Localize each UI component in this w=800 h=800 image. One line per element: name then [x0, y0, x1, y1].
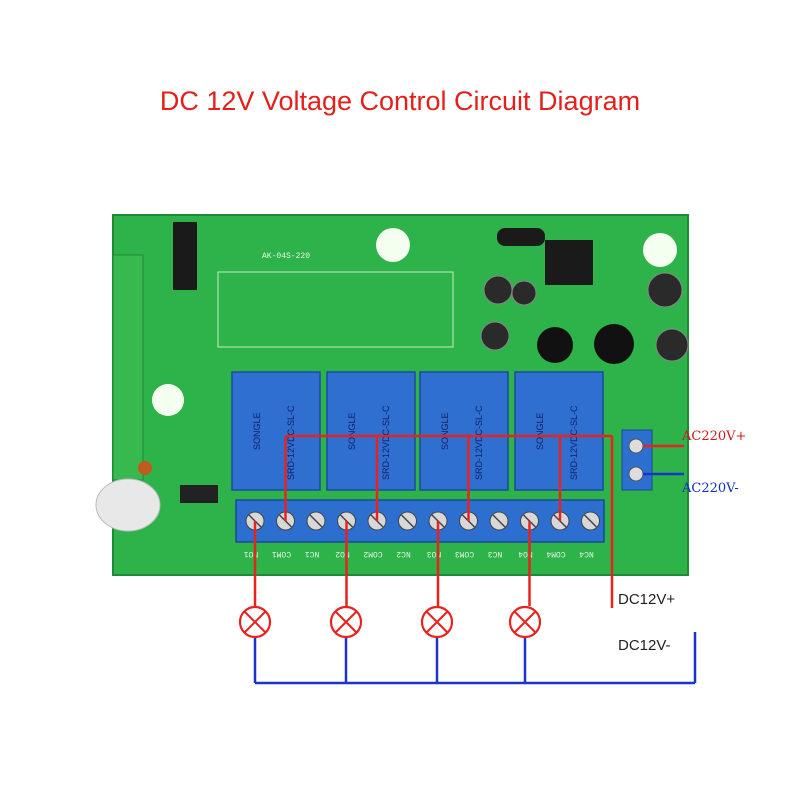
terminal-label: COM3 — [455, 549, 474, 558]
board-model-label: AK-04S-220 — [262, 252, 310, 261]
learn-button — [95, 478, 161, 532]
terminal-screw — [581, 511, 600, 531]
relay: SRD-12VDC-SL-C SONGLE — [419, 371, 509, 491]
terminal-label: COM1 — [272, 549, 291, 558]
capacitor — [647, 272, 683, 308]
wiring — [253, 434, 697, 685]
terminal-label: NC1 — [305, 549, 320, 558]
relay-brand-label: SONGLE — [252, 412, 262, 450]
chip — [545, 240, 593, 285]
dc12v-plus-label: DC12V+ — [618, 591, 675, 608]
dc12v-minus-label: DC12V- — [618, 637, 671, 654]
ac-terminal-screw — [628, 438, 644, 454]
terminal-screw — [306, 511, 326, 531]
ac220v-plus-label: AC220V+ — [681, 429, 746, 444]
mounting-hole — [152, 384, 184, 416]
terminal-screw — [489, 511, 509, 531]
relay-model-label: SRD-12VDC-SL-C — [474, 405, 484, 480]
capacitor — [480, 321, 510, 351]
terminal-label: NO2 — [335, 549, 350, 558]
relay-model-label: SRD-12VDC-SL-C — [381, 405, 391, 480]
relay-brand-label: SONGLE — [440, 412, 450, 450]
terminal-labels: NO1 COM1 NC1 NO2 COM2 NC2 NO3 COM3 NC3 NO4 COM4 NC4 — [244, 549, 594, 558]
mounting-hole — [643, 233, 677, 267]
diagram-title: DC 12V Voltage Control Circuit Diagram — [159, 86, 641, 116]
terminal-label: NO1 — [244, 549, 259, 558]
relay-model-label: SRD-12VDC-SL-C — [569, 405, 579, 480]
lamp-icon — [508, 605, 542, 639]
terminal-label: NO3 — [427, 549, 442, 558]
inductor — [138, 461, 152, 475]
resistor — [497, 228, 545, 246]
ac220v-minus-label: AC220V- — [681, 481, 739, 496]
terminal-screw — [398, 511, 417, 531]
lamp-icon — [420, 605, 454, 639]
relay-brand-label: SONGLE — [535, 412, 545, 450]
relay-brand-label: SONGLE — [347, 412, 357, 450]
capacitor — [511, 280, 537, 306]
terminal-label: NC2 — [396, 549, 411, 558]
transformer-coil — [594, 324, 634, 364]
mounting-hole — [376, 228, 410, 262]
terminal-label: NO4 — [518, 549, 533, 558]
pin-header — [180, 485, 218, 503]
lamp-icon — [238, 605, 272, 639]
relay: SRD-12VDC-SL-C SONGLE — [326, 371, 416, 491]
chip — [173, 222, 197, 290]
capacitor — [483, 275, 513, 305]
output-terminal-block — [235, 499, 605, 543]
relay: SRD-12VDC-SL-C SONGLE — [231, 371, 321, 491]
ac-terminal-screw — [628, 466, 644, 482]
terminal-label: NC3 — [488, 549, 503, 558]
relay-model-label: SRD-12VDC-SL-C — [286, 405, 296, 480]
lamp-group — [238, 605, 542, 639]
transformer-coil — [537, 327, 573, 363]
lamp-icon — [329, 605, 363, 639]
terminal-label: COM4 — [546, 549, 565, 558]
terminal-label: NC4 — [579, 549, 594, 558]
capacitor — [655, 328, 689, 362]
terminal-label: COM2 — [363, 549, 382, 558]
